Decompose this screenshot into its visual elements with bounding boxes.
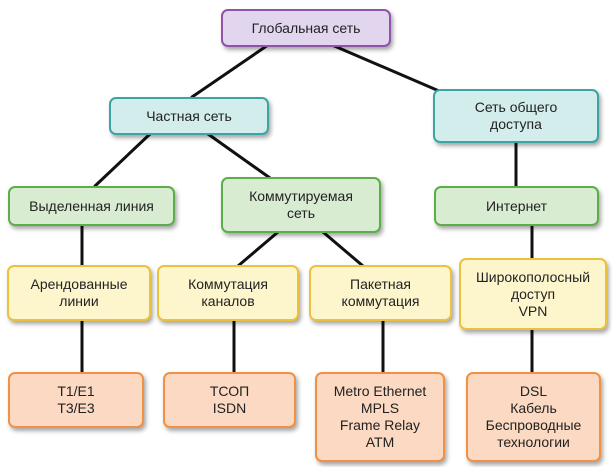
node-t1-e1-t3-e3: T1/E1 T3/E3 [8, 372, 144, 428]
node-private-network: Частная сеть [109, 97, 269, 135]
node-dsl-cable-wireless: DSL Кабель Беспроводные технологии [466, 372, 601, 462]
node-wan: Глобальная сеть [221, 9, 391, 47]
node-metro-mpls-fr-atm: Metro Ethernet MPLS Frame Relay ATM [315, 372, 445, 462]
node-circuit-switching: Коммутация каналов [157, 265, 299, 321]
node-internet: Интернет [434, 186, 599, 226]
node-switched-network: Коммутируемая сеть [221, 177, 381, 233]
node-packet-switching: Пакетная коммутация [309, 265, 452, 321]
connector-switched-packet [321, 230, 365, 268]
connector-private-switched [206, 132, 272, 180]
connector-private-leased [93, 132, 152, 188]
connector-switched-circuit [236, 230, 280, 268]
node-broadband-vpn: Широкополосный доступ VPN [459, 258, 607, 330]
node-leased-line: Выделенная линия [8, 186, 175, 226]
connector-wan-private [190, 43, 270, 99]
node-pstn-isdn: ТСОП ISDN [163, 372, 296, 428]
node-leased-lines: Арендованные линии [7, 265, 151, 321]
node-public-network: Сеть общего доступа [433, 89, 599, 143]
